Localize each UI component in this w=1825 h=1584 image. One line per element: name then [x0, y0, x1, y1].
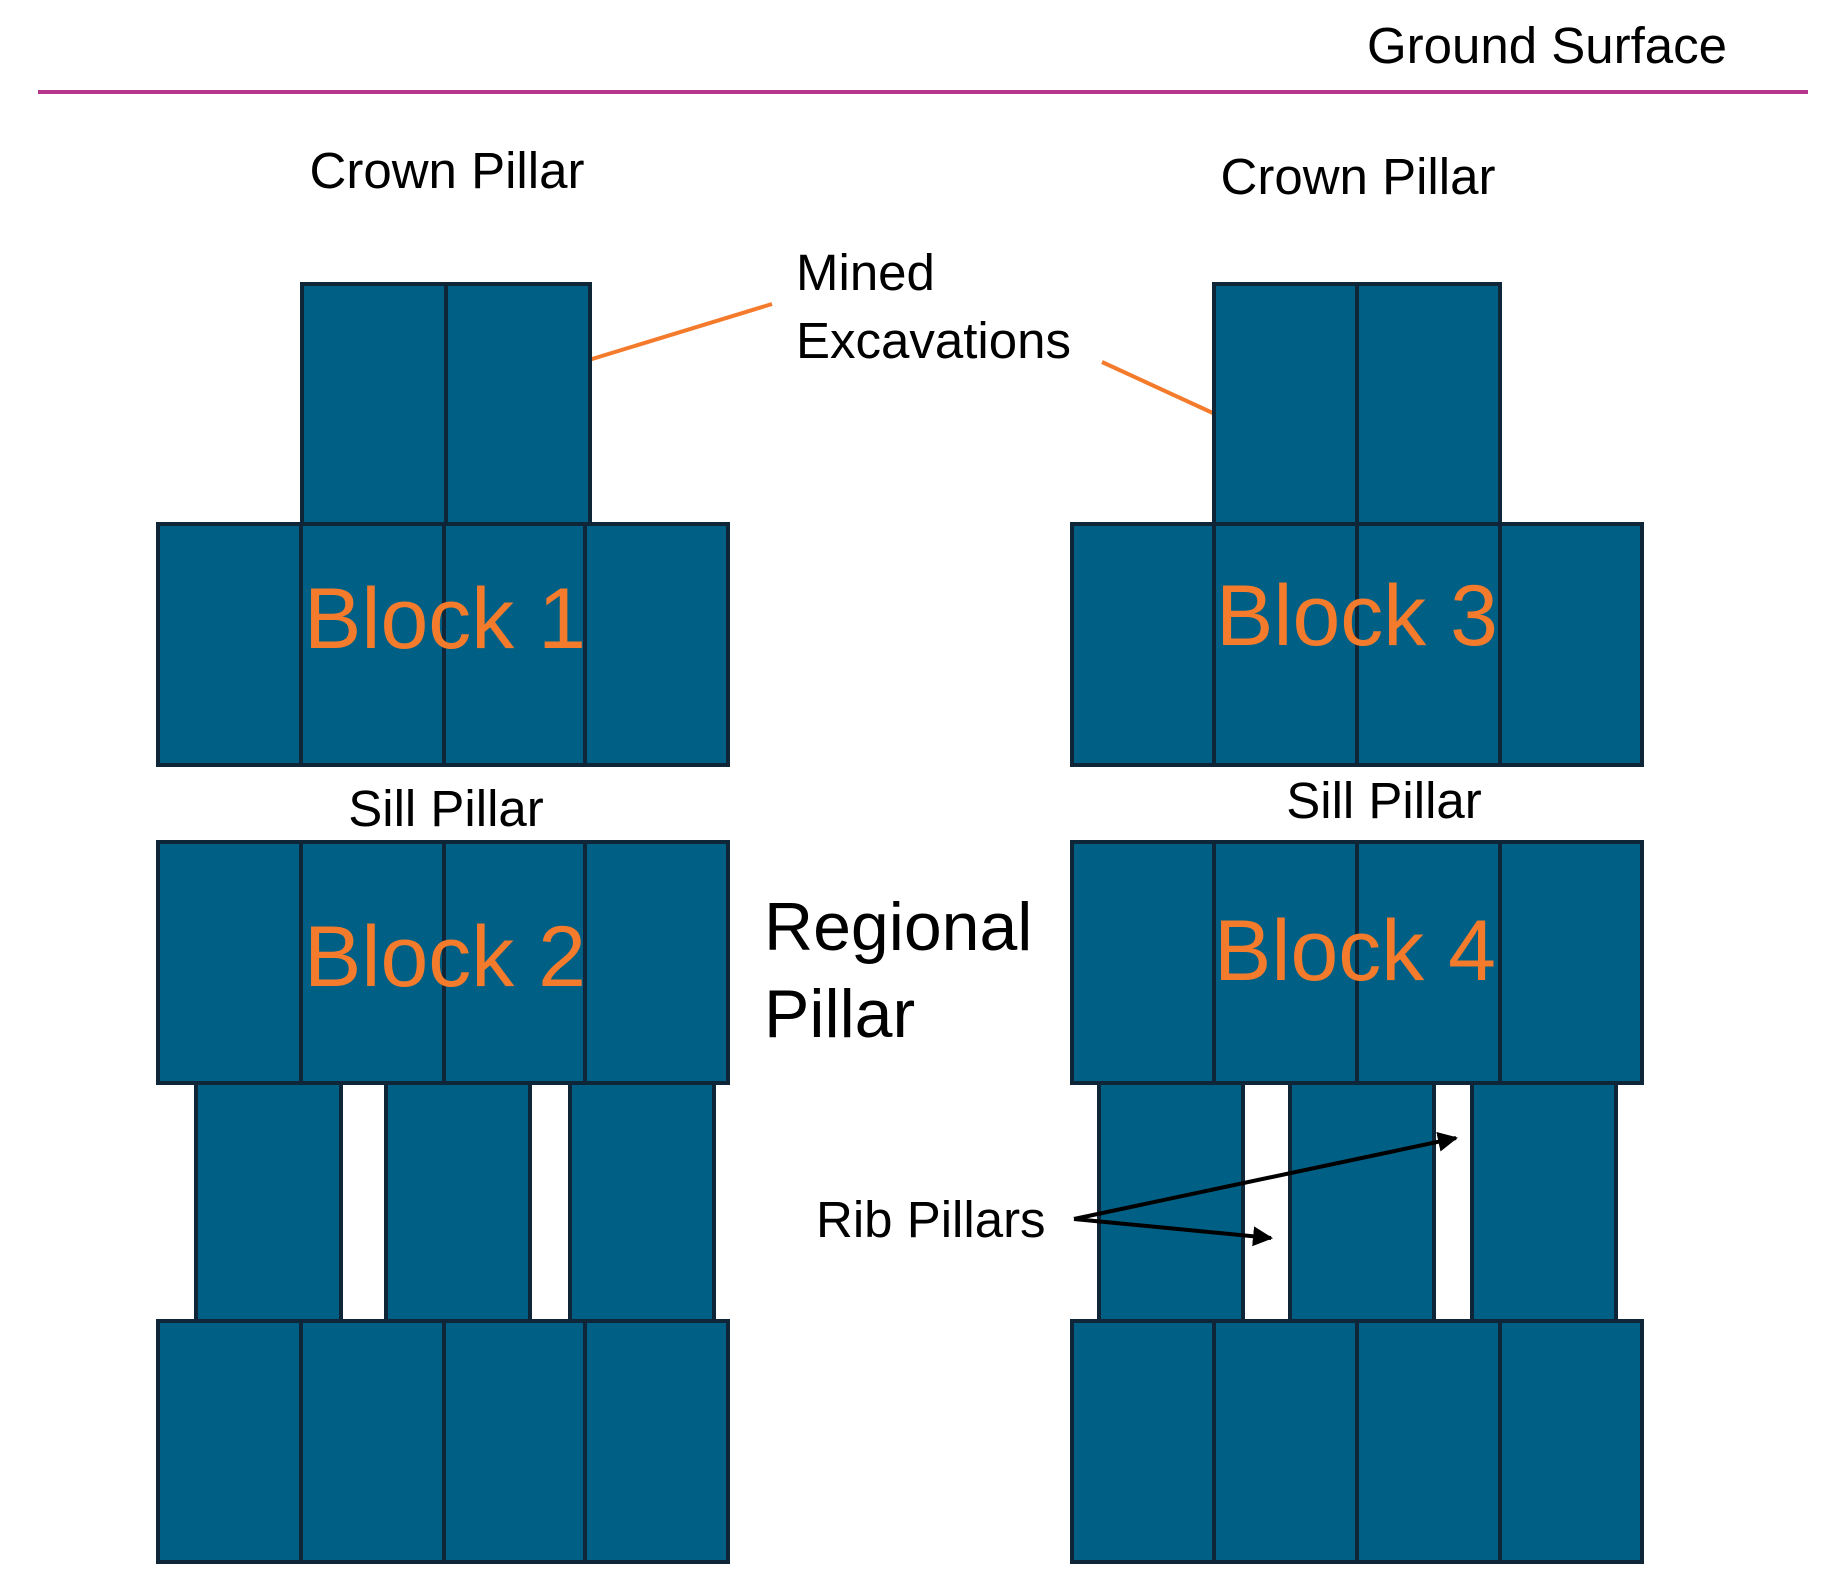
block-3-label: Block 3 — [1216, 568, 1498, 664]
block-4-cell — [1070, 840, 1216, 1085]
ground-surface-label: Ground Surface — [1367, 17, 1727, 74]
bottom-cell — [1355, 1319, 1502, 1564]
block-2-cell — [299, 840, 446, 1085]
block-2-cell — [583, 840, 730, 1085]
bottom-cell — [1212, 1319, 1359, 1564]
block-1-cell — [583, 522, 730, 767]
stope-cell — [568, 1081, 716, 1323]
stope-cell — [194, 1081, 343, 1323]
sill-pillar-label-left: Sill Pillar — [348, 780, 544, 837]
rib-pillars-label: Rib Pillars — [816, 1191, 1046, 1248]
bottom-cell — [583, 1319, 730, 1564]
excavation-cell — [1212, 282, 1359, 526]
stope-cell — [1470, 1081, 1618, 1323]
block-2-cell — [442, 840, 587, 1085]
crown-pillar-label-right: Crown Pillar — [1221, 148, 1496, 205]
excavation-cell — [300, 282, 448, 526]
bottom-cell — [299, 1319, 446, 1564]
regional-pillar-label-line1: Regional — [764, 889, 1032, 965]
block-1-cell — [442, 522, 587, 767]
bottom-cell — [442, 1319, 587, 1564]
mined-excavations-label-line1: Mined — [796, 244, 935, 301]
mined-excavations-label-line2: Excavations — [796, 312, 1071, 369]
block-1-cell — [156, 522, 303, 767]
bottom-cell — [1070, 1319, 1216, 1564]
stope-cell — [1097, 1081, 1245, 1323]
block-3-cell — [1070, 522, 1216, 767]
crown-pillar-label-left: Crown Pillar — [310, 142, 585, 199]
block-4-label: Block 4 — [1214, 903, 1496, 999]
right-stope-column — [1070, 282, 1644, 1564]
rib-pillars-arrow-upper — [1073, 1131, 1458, 1221]
left-stope-column — [156, 282, 730, 1564]
stope-cell — [384, 1081, 532, 1323]
excavation-cell — [1355, 282, 1502, 526]
block-3-cell — [1212, 522, 1359, 767]
block-4-cell — [1498, 840, 1644, 1085]
stope-cell — [1288, 1081, 1436, 1323]
block-4-cell — [1212, 840, 1359, 1085]
bottom-cell — [156, 1319, 303, 1564]
block-2-label: Block 2 — [304, 909, 586, 1005]
sill-pillar-label-right: Sill Pillar — [1286, 772, 1482, 829]
excavation-cell — [444, 282, 592, 526]
block-4-cell — [1355, 840, 1502, 1085]
regional-pillar-label-line2: Pillar — [764, 976, 915, 1052]
rib-pillars-arrow-lower — [1073, 1217, 1273, 1247]
block-3-cell — [1355, 522, 1502, 767]
bottom-cell — [1498, 1319, 1644, 1564]
block-3-cell — [1498, 522, 1644, 767]
block-1-cell — [299, 522, 446, 767]
block-2-cell — [156, 840, 303, 1085]
block-1-label: Block 1 — [304, 571, 586, 667]
